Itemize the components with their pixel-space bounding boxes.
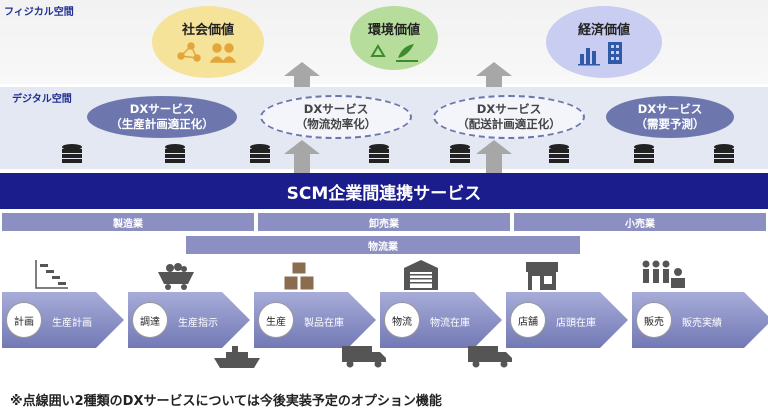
industry-manufacturing: 製造業 — [2, 213, 254, 231]
economic-value-title: 経済価値 — [577, 23, 630, 38]
boxes-icon — [283, 261, 315, 291]
up-arrow-economic — [476, 62, 512, 92]
process-step-circle: 店舗 — [510, 302, 546, 338]
dx-service-title: DXサービス — [476, 102, 542, 116]
dx-service-subtitle: （生産計画適正化） — [110, 117, 214, 131]
process-step-label: 店頭在庫 — [556, 318, 596, 329]
process-step-label: 販売実績 — [682, 318, 722, 329]
truck-icon-right — [468, 346, 512, 368]
dx-service-logistics-efficiency: DXサービス （物流効率化） — [260, 95, 412, 139]
database-icon — [714, 144, 734, 163]
up-arrow-scm-right — [476, 140, 512, 174]
database-icon — [250, 144, 270, 163]
process-step-circle: 計画 — [6, 302, 42, 338]
dx-service-title: DXサービス — [129, 102, 195, 116]
dx-service-title: DXサービス — [637, 102, 703, 116]
environmental-value-title: 環境価値 — [367, 23, 420, 38]
mining-cart-icon — [158, 263, 194, 290]
database-icon — [549, 144, 569, 163]
dx-service-delivery-planning: DXサービス （配送計画適正化） — [433, 95, 585, 139]
dx-service-demand-forecast: DXサービス （需要予測） — [606, 96, 734, 138]
dx-service-production-planning: DXサービス （生産計画適正化） — [87, 96, 237, 138]
physical-space-label: フィジカル空間 — [4, 7, 74, 18]
process-step-circle: 販売 — [636, 302, 672, 338]
store-icon — [526, 262, 558, 290]
database-icon — [369, 144, 389, 163]
database-icon — [62, 144, 82, 163]
customers-icon — [642, 260, 685, 288]
process-step-label: 物流在庫 — [430, 318, 470, 329]
scm-integration-bar: SCM企業間連携サービス — [0, 173, 768, 209]
process-step-label: 製品在庫 — [304, 318, 344, 329]
dx-service-subtitle: （配送計画適正化） — [457, 117, 561, 131]
database-icon — [165, 144, 185, 163]
process-step-label: 生産計画 — [52, 318, 92, 329]
environmental-value-oval: 環境価値 — [350, 6, 438, 70]
social-value-oval: 社会価値 — [152, 6, 264, 78]
bar-chart-building-icon — [578, 42, 622, 66]
process-step-circle: 生産 — [258, 302, 294, 338]
up-arrow-social — [284, 62, 320, 92]
dx-service-subtitle: （需要予測） — [635, 117, 705, 131]
dx-service-title: DXサービス — [303, 102, 369, 116]
ship-icon — [214, 346, 260, 368]
database-icon — [634, 144, 654, 163]
dx-service-subtitle: （物流効率化） — [295, 117, 377, 131]
process-step-circle: 調達 — [132, 302, 168, 338]
database-icon — [450, 144, 470, 163]
economic-value-oval: 経済価値 — [546, 6, 662, 78]
gantt-icon — [35, 260, 68, 289]
digital-space-label: デジタル空間 — [12, 94, 72, 105]
industry-logistics: 物流業 — [186, 236, 580, 254]
truck-icon-left — [342, 346, 386, 368]
warehouse-icon — [404, 260, 438, 290]
social-network-icon — [177, 42, 237, 63]
up-arrow-scm-left — [284, 140, 320, 174]
process-step-label: 生産指示 — [178, 318, 218, 329]
footnote: ※点線囲い2種類のDXサービスについては今後実装予定のオプション機能 — [10, 394, 442, 409]
recycle-leaf-icon — [370, 44, 418, 62]
industry-wholesale: 卸売業 — [258, 213, 510, 231]
industry-retail: 小売業 — [514, 213, 766, 231]
process-step-circle: 物流 — [384, 302, 420, 338]
social-value-title: 社会価値 — [181, 23, 234, 38]
